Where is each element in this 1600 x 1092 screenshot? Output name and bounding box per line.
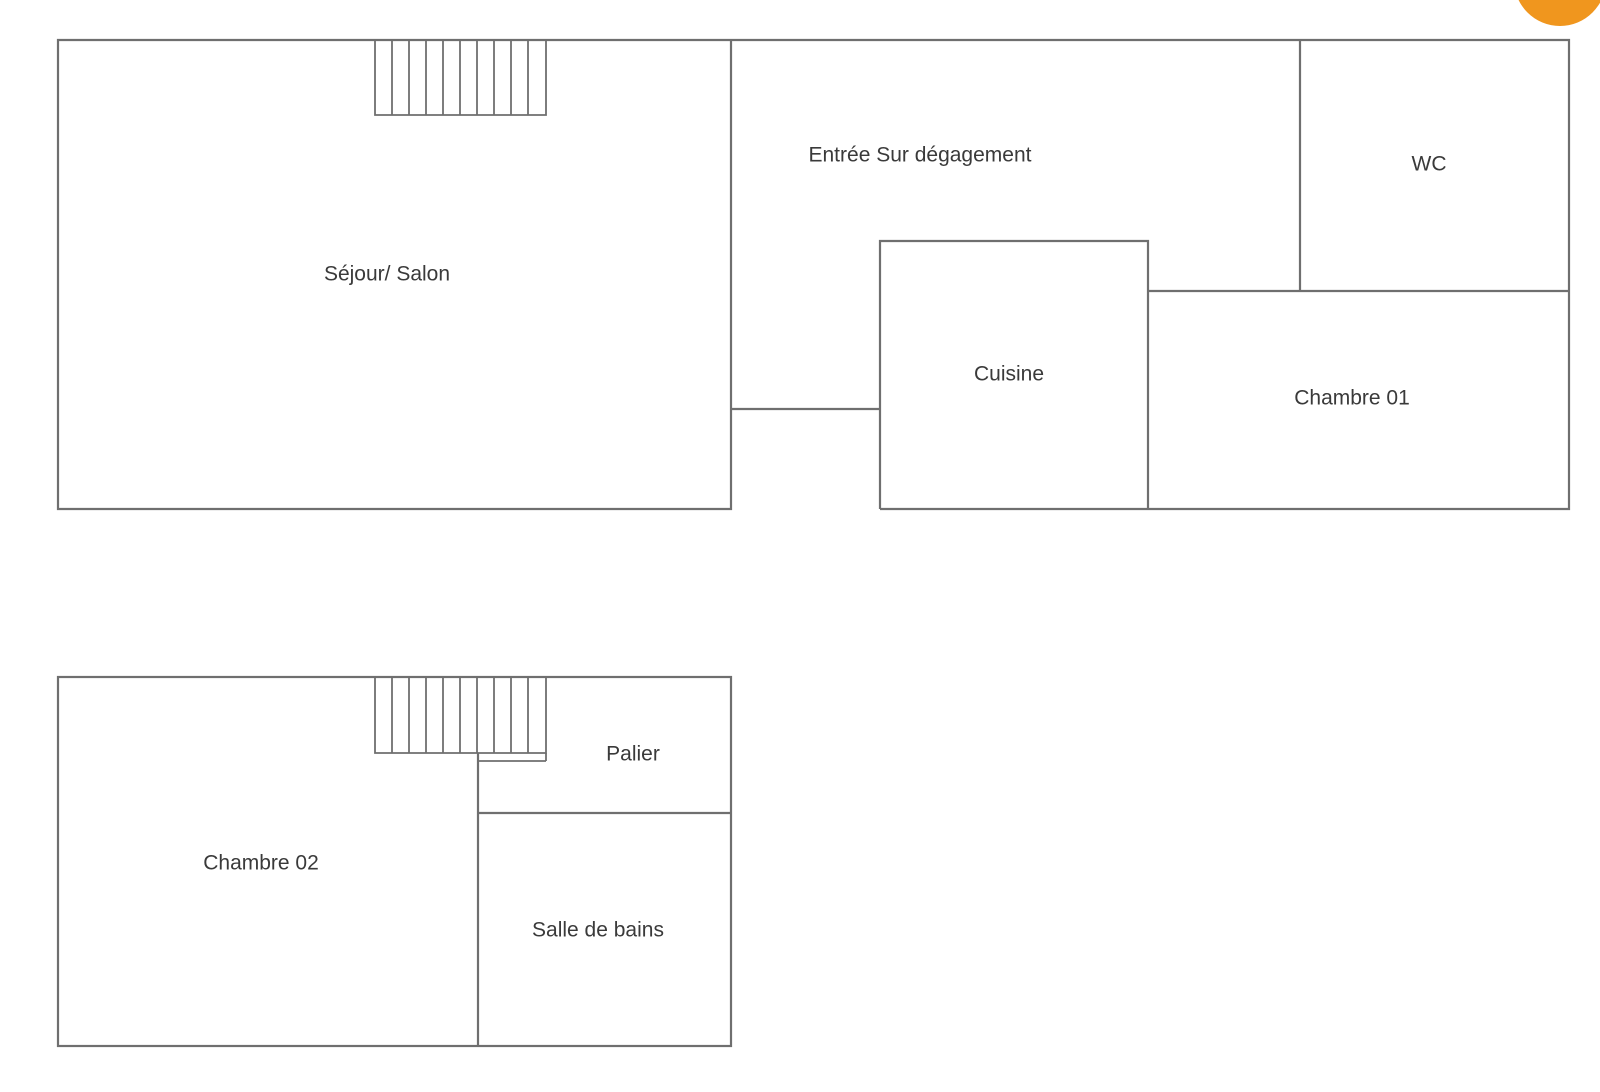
room-label-chambre-01: Chambre 01 <box>1294 387 1410 410</box>
room-label-chambre-02: Chambre 02 <box>203 852 319 875</box>
upper-floor-plan: Chambre 02 Palier Salle de bains <box>56 675 733 1048</box>
room-label-cuisine: Cuisine <box>974 363 1044 386</box>
room-label-sejour-salon: Séjour/ Salon <box>324 263 450 286</box>
ground-floor-plan: Séjour/ Salon Entrée Sur dégagement WC C… <box>56 38 1571 511</box>
room-label-entree: Entrée Sur dégagement <box>809 144 1032 167</box>
staircase-upper <box>374 677 547 762</box>
room-label-salle-de-bains: Salle de bains <box>532 919 664 942</box>
corner-badge <box>1518 0 1600 26</box>
staircase-ground <box>374 40 547 116</box>
ground-floor-outline <box>56 38 1571 511</box>
room-label-wc: WC <box>1412 153 1447 176</box>
room-label-palier: Palier <box>606 743 660 766</box>
wall-cuisine <box>878 239 1150 509</box>
upper-floor-outline <box>56 675 733 1048</box>
